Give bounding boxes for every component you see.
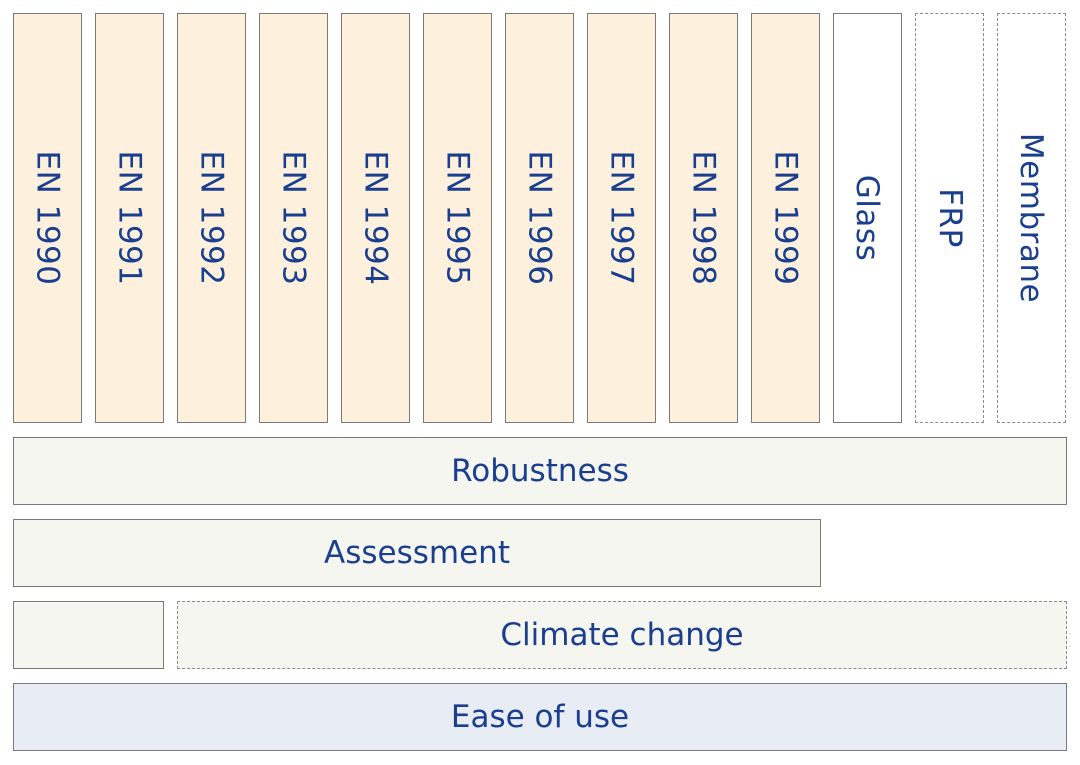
column-en-1994: EN 1994: [341, 13, 410, 423]
column-en-1997: EN 1997: [587, 13, 656, 423]
column-en-1993: EN 1993: [259, 13, 328, 423]
column-en-1996: EN 1996: [505, 13, 574, 423]
row-label-assessment: Assessment: [324, 535, 510, 571]
column-label: Membrane: [1013, 132, 1050, 304]
column-label: EN 1991: [111, 150, 148, 286]
row-label-climate-change: Climate change: [500, 617, 744, 653]
column-label: EN 1995: [439, 150, 476, 286]
column-frp: FRP: [915, 13, 984, 423]
row-ease-of-use: Ease of use: [13, 683, 1067, 751]
row-robustness: Robustness: [13, 437, 1067, 505]
column-label: FRP: [931, 188, 968, 248]
column-en-1998: EN 1998: [669, 13, 738, 423]
column-en-1991: EN 1991: [95, 13, 164, 423]
column-en-1995: EN 1995: [423, 13, 492, 423]
row-climate-change: Climate change: [177, 601, 1067, 669]
row-assessment: Assessment: [13, 519, 821, 587]
row-label-ease-of-use: Ease of use: [450, 699, 630, 735]
column-en-1992: EN 1992: [177, 13, 246, 423]
column-label: EN 1992: [193, 150, 230, 286]
column-label: EN 1998: [685, 150, 722, 286]
column-label: EN 1997: [603, 150, 640, 286]
column-label: EN 1996: [521, 150, 558, 286]
column-label: EN 1994: [357, 150, 394, 286]
row-label-robustness: Robustness: [451, 453, 629, 489]
column-en-1999: EN 1999: [751, 13, 820, 423]
column-label: Glass: [849, 174, 886, 262]
column-membrane: Membrane: [997, 13, 1066, 423]
column-glass: Glass: [833, 13, 902, 423]
column-label: EN 1993: [275, 150, 312, 286]
column-label: EN 1990: [29, 150, 66, 286]
row-climate-existing-block: [13, 601, 164, 669]
column-en-1990: EN 1990: [13, 13, 82, 423]
column-label: EN 1999: [767, 150, 804, 286]
